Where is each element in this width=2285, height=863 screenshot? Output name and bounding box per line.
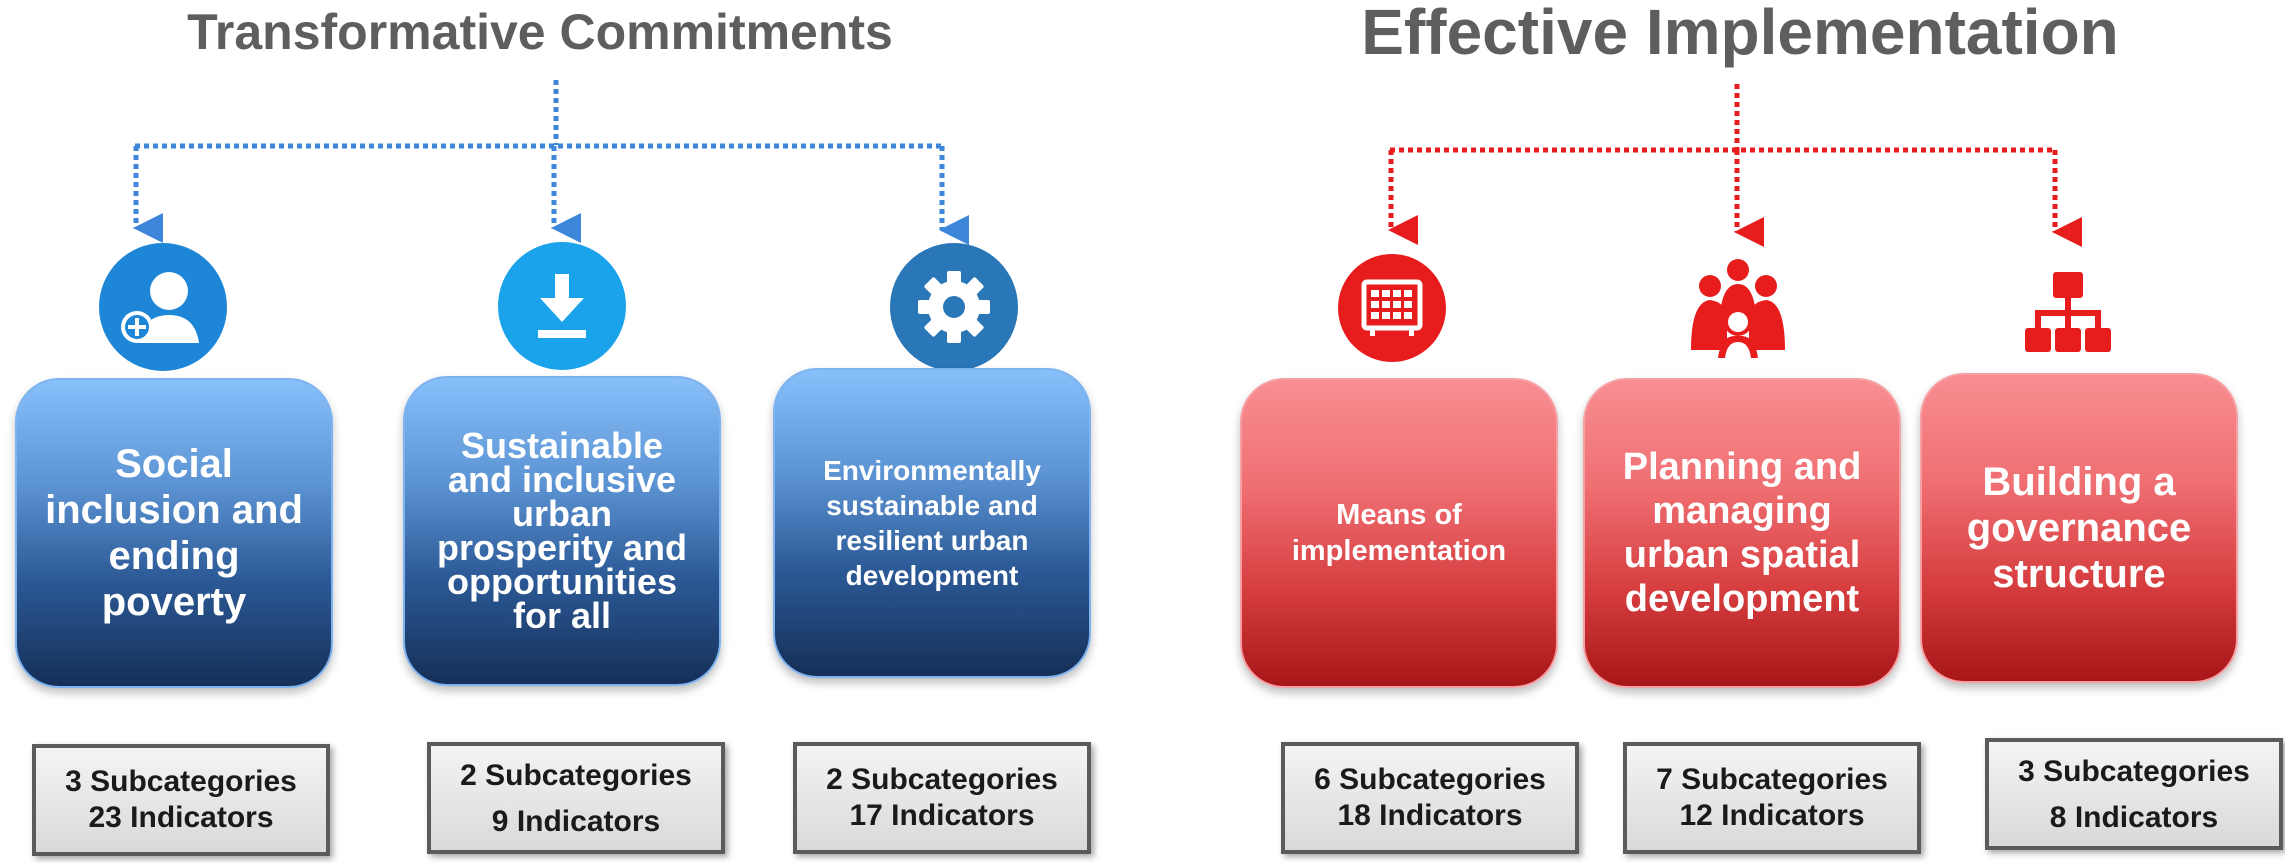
card-environmental-sustainability: Environmentally sustainable and resilien…	[773, 368, 1091, 678]
card-spatial-development: Planning and managing urban spatial deve…	[1583, 378, 1901, 688]
indicator-count: 12 Indicators	[1679, 799, 1865, 832]
card-means-of-implementation: Means of implementation	[1240, 378, 1558, 688]
indicator-count: 17 Indicators	[849, 799, 1035, 832]
stat-box-environmental-sustainability: 2 Subcategories 17 Indicators	[793, 742, 1091, 854]
card-label: Planning and managing urban spatial deve…	[1622, 446, 1862, 620]
effective-implementation-title: Effective Implementation	[1361, 0, 2119, 68]
subcategory-count: 2 Subcategories	[460, 759, 692, 792]
card-label: Building a governance structure	[1966, 460, 2192, 596]
add-user-icon	[99, 243, 227, 371]
subcategory-count: 3 Subcategories	[65, 765, 297, 798]
indicator-count: 23 Indicators	[88, 801, 274, 834]
card-governance-structure: Building a governance structure	[1920, 373, 2238, 683]
card-label: Environmentally sustainable and resilien…	[823, 455, 1041, 591]
subcategory-count: 7 Subcategories	[1656, 763, 1888, 796]
stat-box-governance-structure: 3 Subcategories 8 Indicators	[1985, 738, 2283, 850]
calendar-icon	[1338, 254, 1446, 362]
indicator-count: 9 Indicators	[491, 805, 661, 838]
stat-box-social-inclusion: 3 Subcategories 23 Indicators	[32, 744, 330, 856]
gear-icon	[890, 243, 1018, 371]
subcategory-count: 6 Subcategories	[1314, 763, 1546, 796]
subcategory-count: 3 Subcategories	[2018, 755, 2250, 788]
stat-box-means-of-implementation: 6 Subcategories 18 Indicators	[1281, 742, 1579, 854]
card-label: Social inclusion and ending poverty	[45, 442, 303, 624]
stat-box-urban-prosperity: 2 Subcategories 9 Indicators	[427, 742, 725, 854]
subcategory-count: 2 Subcategories	[826, 763, 1058, 796]
transformative-commitments-title: Transformative Commitments	[187, 4, 893, 60]
card-label: Sustainable and inclusive urban prosperi…	[436, 425, 688, 636]
download-icon	[498, 242, 626, 370]
card-social-inclusion: Social inclusion and ending poverty	[15, 378, 333, 688]
card-urban-prosperity: Sustainable and inclusive urban prosperi…	[403, 376, 721, 686]
card-label: Means of implementation	[1291, 499, 1507, 567]
people-group-icon	[1683, 250, 1793, 360]
indicator-count: 8 Indicators	[2049, 801, 2219, 834]
stat-box-spatial-development: 7 Subcategories 12 Indicators	[1623, 742, 1921, 854]
indicator-count: 18 Indicators	[1337, 799, 1523, 832]
org-chart-icon	[2013, 258, 2123, 368]
